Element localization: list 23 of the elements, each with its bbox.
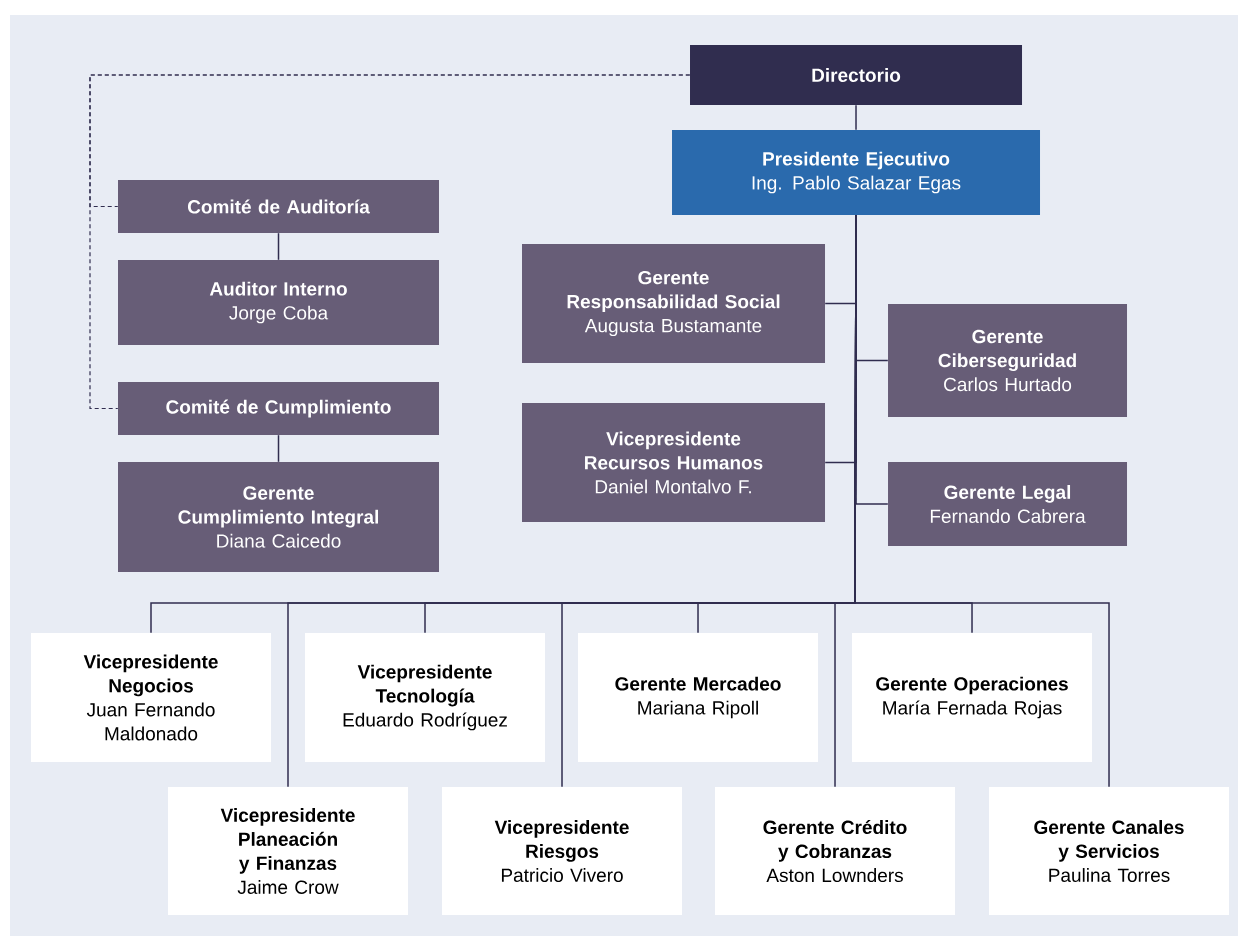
position-box: Vicepresidente Recursos Humanos Daniel Montalvo F. (522, 403, 825, 522)
position-box: Gerente Canales y Servicios Paulina Torres (989, 787, 1229, 915)
position-box: Comité de Auditoría (118, 180, 439, 233)
position-box: Gerente Cumplimiento Integral Diana Caicedo (118, 462, 439, 572)
position-box: Gerente Mercadeo Mariana Ripoll (578, 633, 818, 762)
president-box: Presidente Ejecutivo Ing. Pablo Salazar Egas (672, 130, 1040, 215)
position-box: Auditor Interno Jorge Coba (118, 260, 439, 345)
board-box: Directorio (690, 45, 1022, 105)
position-box: Gerente Operaciones María Fernada Rojas (852, 633, 1092, 762)
connector-line (855, 104, 857, 131)
connector-line (854, 214, 1110, 788)
position-box: Gerente Crédito y Cobranzas Aston Lownders (715, 787, 955, 915)
position-box: Comité de Cumplimiento (118, 382, 439, 435)
position-box: Vicepresidente Negocios Juan Fernando Maldonado (31, 633, 271, 762)
connector-line (277, 232, 280, 261)
connector-line (277, 434, 280, 463)
position-box: Vicepresidente Riesgos Patricio Vivero (442, 787, 682, 915)
position-box: Gerente Ciberseguridad Carlos Hurtado (888, 304, 1127, 417)
connector-line (89, 74, 691, 410)
position-box: Gerente Responsabilidad Social Augusta Bustamante (522, 244, 825, 363)
position-box: Vicepresidente Planeación y Finanzas Jaime Crow (168, 787, 408, 915)
position-box: Vicepresidente Tecnología Eduardo Rodríguez (305, 633, 545, 762)
position-box: Gerente Legal Fernando Cabrera (888, 462, 1127, 546)
